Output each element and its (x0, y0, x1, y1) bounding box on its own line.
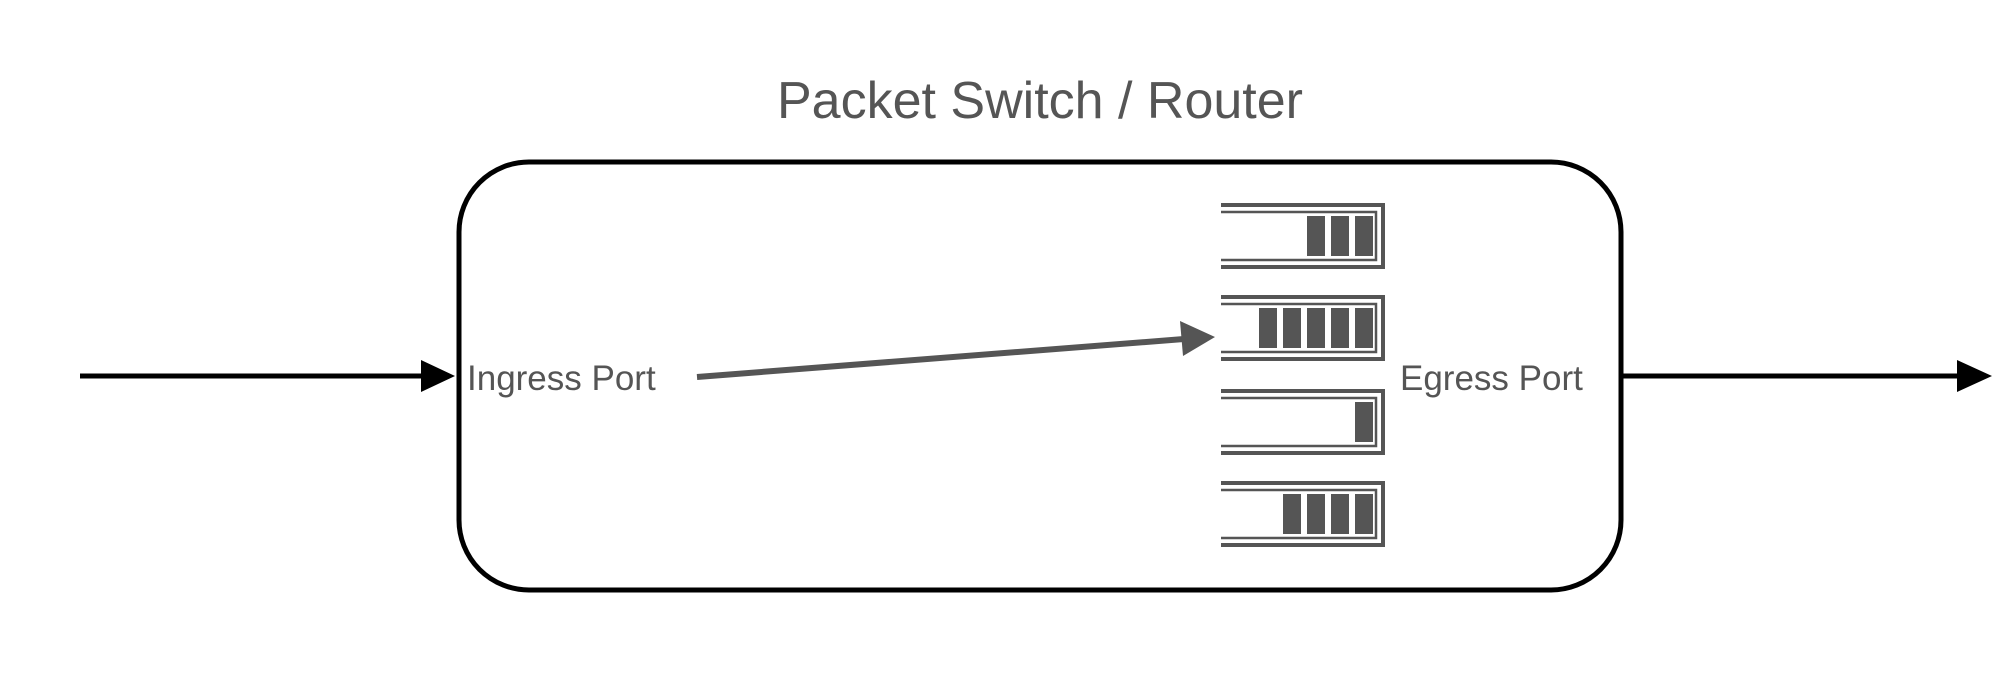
queue-4 (1221, 481, 1385, 547)
ingress-port-label: Ingress Port (467, 359, 656, 398)
queued-packet (1355, 308, 1373, 348)
incoming-arrow (80, 360, 455, 392)
queue-buffer-outline (1221, 481, 1385, 547)
queue-3 (1221, 389, 1385, 455)
egress-port-label: Egress Port (1400, 359, 1583, 398)
queued-packet (1355, 216, 1373, 256)
diagram-title: Packet Switch / Router (777, 72, 1303, 130)
queue-1 (1221, 203, 1385, 269)
outgoing-arrow (1623, 360, 1992, 392)
queue-2 (1221, 295, 1385, 361)
queue-buffer-outline (1221, 295, 1385, 361)
queued-packet (1331, 308, 1349, 348)
queued-packet (1355, 402, 1373, 442)
queue-buffer-outline (1221, 203, 1385, 269)
queued-packet (1331, 216, 1349, 256)
forwarding-arrow (696, 321, 1215, 380)
queued-packet (1331, 494, 1349, 534)
queued-packet (1307, 216, 1325, 256)
queued-packet (1259, 308, 1277, 348)
queued-packet (1307, 308, 1325, 348)
output-queues (1221, 203, 1385, 547)
queue-buffer-track (1221, 488, 1378, 540)
queued-packet (1283, 308, 1301, 348)
queued-packet (1283, 494, 1301, 534)
router-box (456, 159, 1624, 593)
queue-buffer-outline (1221, 389, 1385, 455)
queued-packet (1355, 494, 1373, 534)
queue-buffer-track (1221, 302, 1378, 354)
queue-buffer-track (1221, 210, 1378, 262)
queue-buffer-track (1221, 396, 1378, 448)
queued-packet (1307, 494, 1325, 534)
